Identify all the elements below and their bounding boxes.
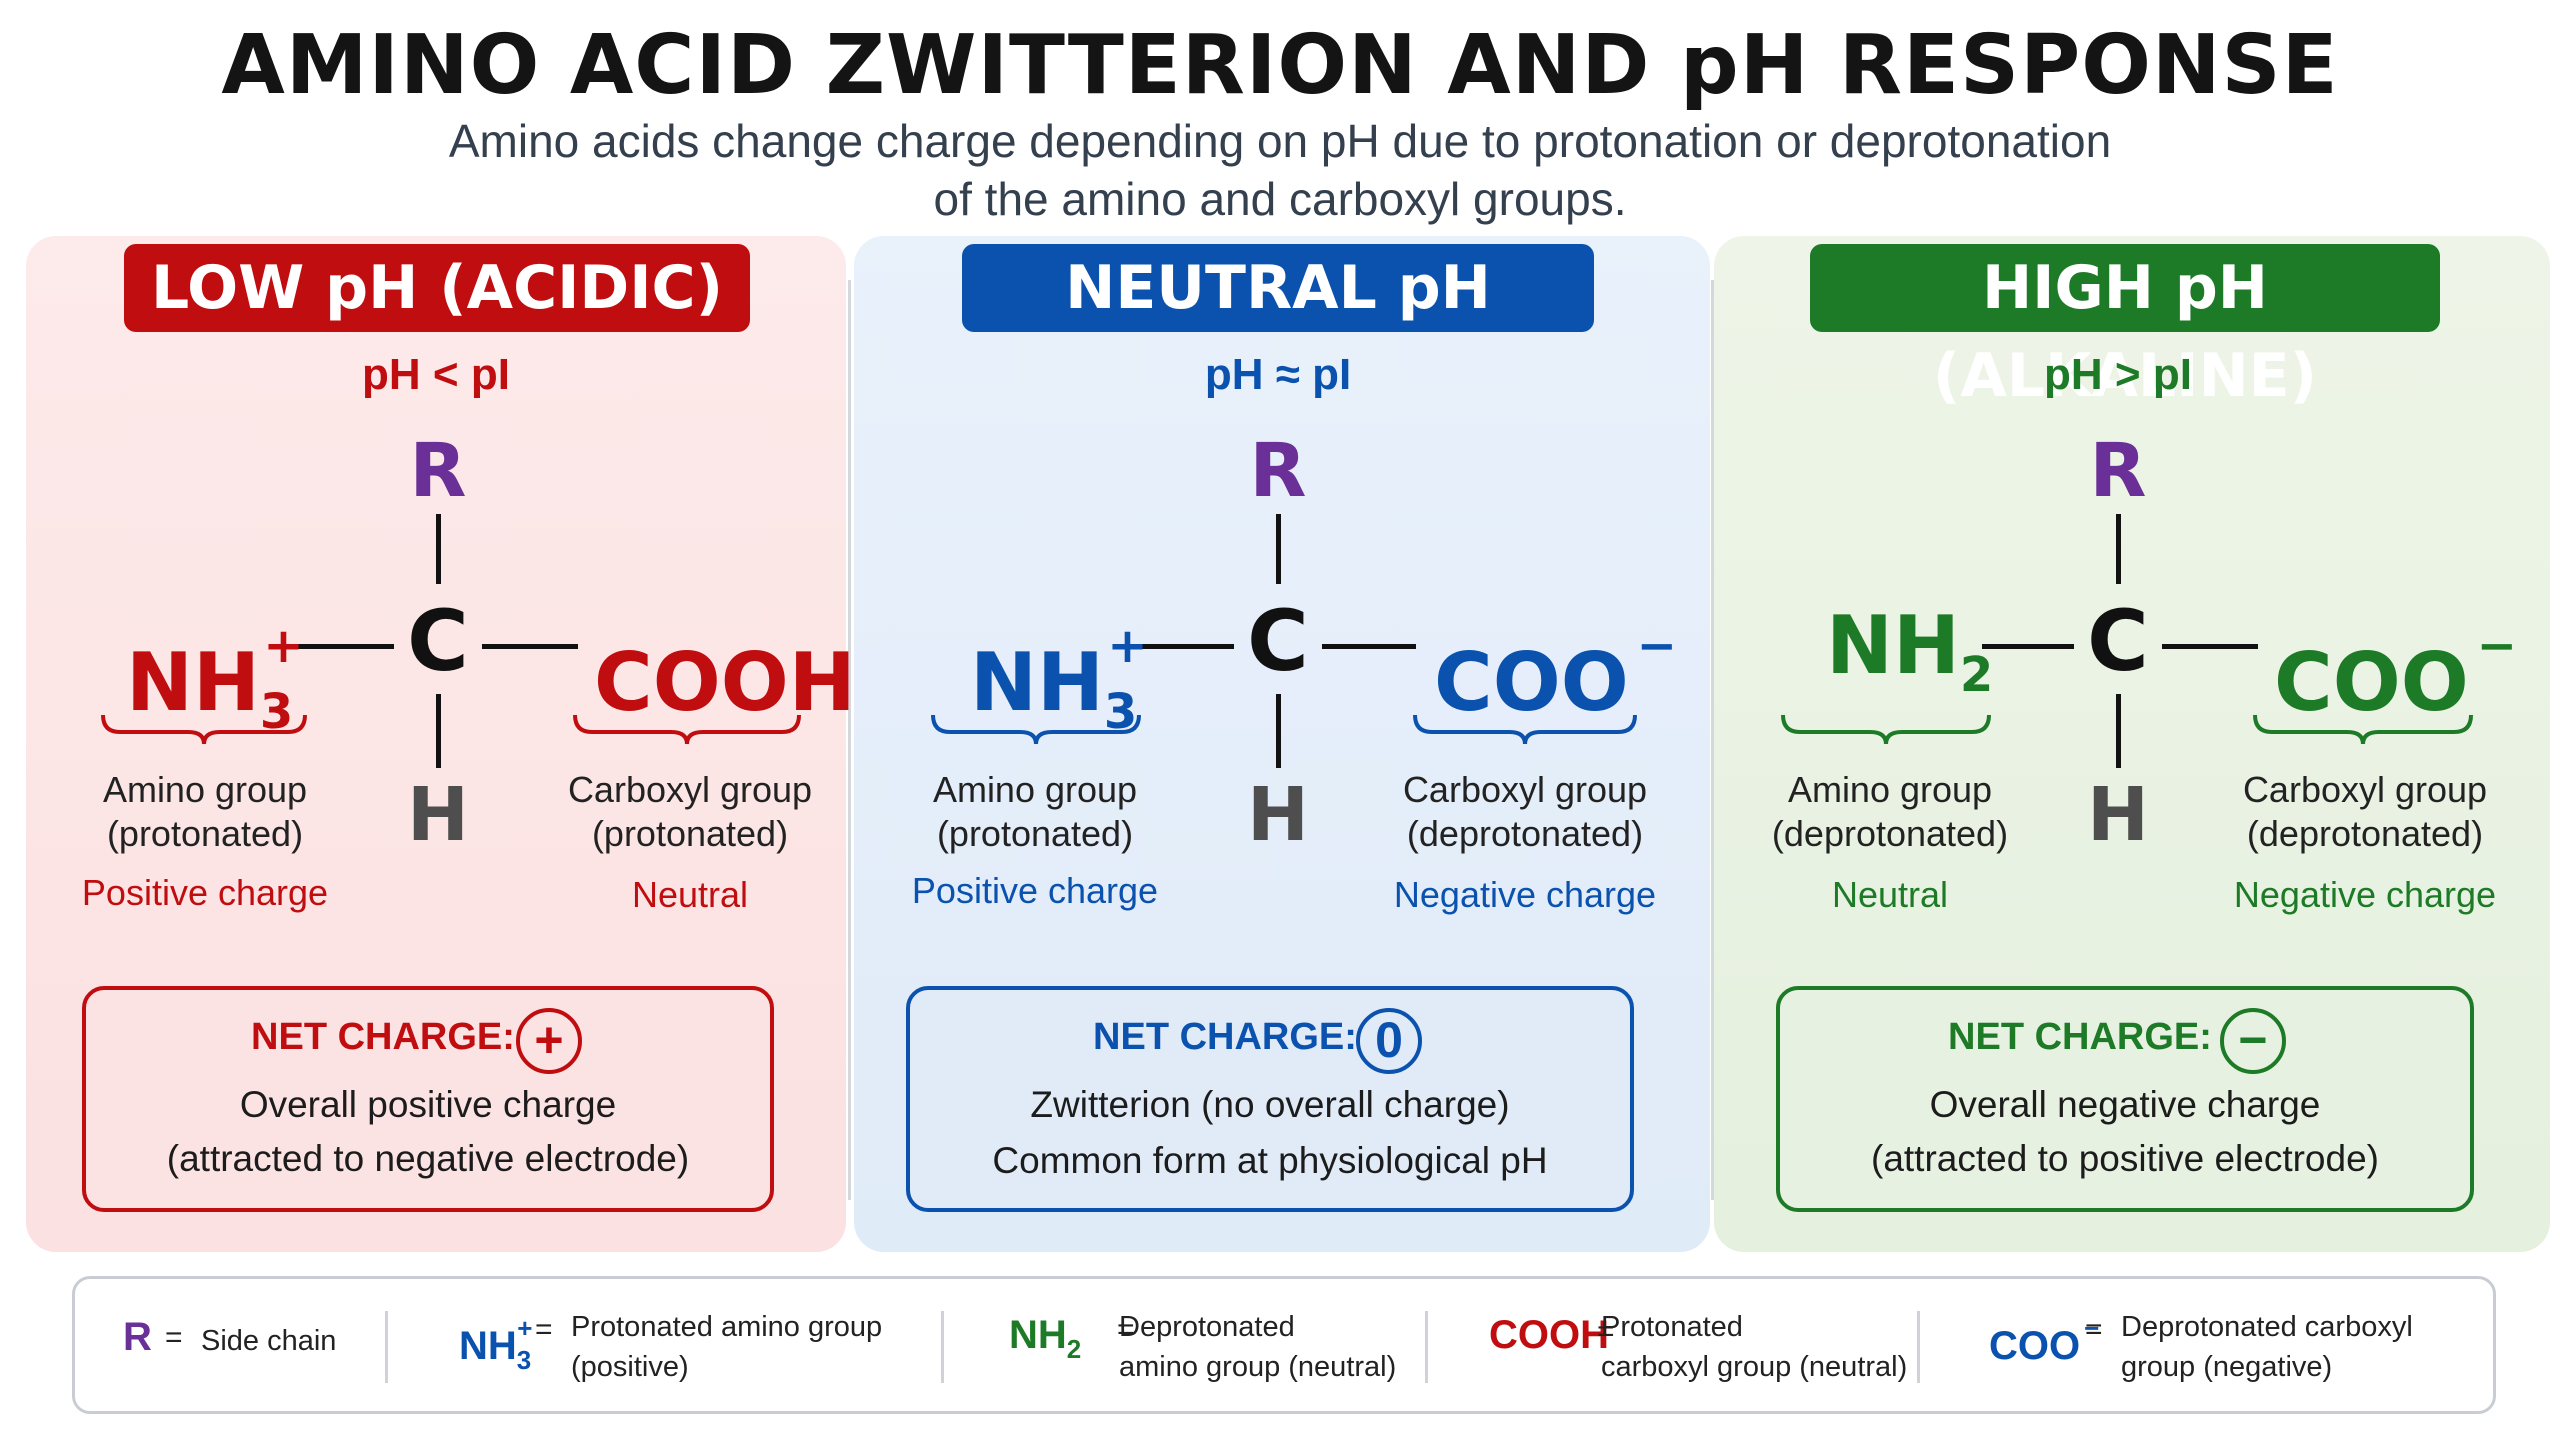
legend-equals: = [165, 1321, 183, 1354]
low-amino-charge: Positive charge [81, 872, 329, 913]
high-r-atom: R [2089, 428, 2147, 514]
low-r-atom: R [409, 428, 467, 514]
high-ph-relation: pH > pI [2044, 350, 2192, 399]
low-bond-r [436, 514, 441, 584]
low-net-charge-box: NET CHARGE: + Overall positive charge (a… [82, 986, 774, 1212]
subtitle-line-2: of the amino and carboxyl groups. [933, 173, 1627, 225]
neutral-net-charge-box: NET CHARGE: 0 Zwitterion (no overall cha… [906, 986, 1634, 1212]
legend-desc-r: Side chain [201, 1325, 337, 1357]
neutral-bond-r [1276, 514, 1281, 584]
high-net-title: NET CHARGE: [1948, 1016, 2212, 1058]
low-carboxyl-label: Carboxyl group(protonated) [567, 769, 813, 854]
low-net-line-1: Overall positive charge [239, 1084, 617, 1125]
high-net-charge-box: NET CHARGE: − Overall negative charge (a… [1776, 986, 2474, 1212]
low-carboxyl-charge: Neutral [631, 874, 749, 915]
legend-symbol-coo: COO− [1989, 1313, 2100, 1368]
legend-divider [1917, 1311, 1920, 1383]
low-amino-brace [101, 714, 307, 745]
panel-divider [1711, 280, 1714, 1200]
page-subtitle: Amino acids change charge depending on p… [380, 112, 2180, 228]
high-amino-group: NH2 [1826, 599, 1994, 703]
low-c-atom: C [407, 592, 469, 690]
low-bond-h [436, 694, 441, 768]
neutral-amino-charge: Positive charge [911, 870, 1159, 911]
legend-symbol-cooh: COOH [1489, 1313, 1609, 1357]
neutral-bond-h [1276, 694, 1281, 768]
neutral-carboxyl-charge: Negative charge [1393, 874, 1657, 915]
neutral-c-atom: C [1247, 592, 1309, 690]
neutral-bond-right [1322, 644, 1416, 649]
neutral-net-title: NET CHARGE: [1093, 1016, 1357, 1058]
legend-equals: = [1597, 1315, 1615, 1348]
low-net-title: NET CHARGE: [251, 1016, 515, 1058]
subtitle-line-1: Amino acids change charge depending on p… [448, 115, 2112, 167]
neutral-h-atom: H [1247, 772, 1309, 858]
high-carboxyl-group: COO− [2274, 618, 2517, 729]
plus-icon: + [516, 1008, 582, 1074]
neutral-bond-left [1132, 644, 1234, 649]
legend-divider [385, 1311, 388, 1383]
high-carboxyl-label: Carboxyl group(deprotonated) [2242, 769, 2488, 854]
low-net-line-2: (attracted to negative electrode) [166, 1138, 690, 1179]
high-bond-h [2116, 694, 2121, 768]
low-h-atom: H [407, 772, 469, 858]
neutral-carboxyl-label: Carboxyl group(deprotonated) [1402, 769, 1648, 854]
legend-divider [1425, 1311, 1428, 1383]
page-title: AMINO ACID ZWITTERION AND pH RESPONSE [221, 18, 2339, 113]
low-ph-relation: pH < pI [362, 350, 510, 399]
high-ph-banner: HIGH pH (ALKALINE) [1810, 244, 2440, 411]
minus-icon: − [2220, 1008, 2286, 1074]
high-c-atom: C [2087, 592, 2149, 690]
low-bond-right [482, 644, 578, 649]
high-amino-label: Amino group(deprotonated) [1771, 769, 2009, 854]
low-carboxyl-group: COOH [594, 636, 856, 729]
neutral-net-line-2: Common form at physiological pH [992, 1140, 1548, 1181]
high-bond-right [2162, 644, 2258, 649]
neutral-amino-brace [931, 714, 1141, 745]
neutral-r-atom: R [1249, 428, 1307, 514]
neutral-carboxyl-brace [1413, 714, 1637, 745]
high-carboxyl-charge: Negative charge [2233, 874, 2497, 915]
legend-box: R = Side chain NH3+ = Protonated amino g… [72, 1276, 2496, 1414]
legend-equals: = [535, 1313, 553, 1346]
neutral-net-line-1: Zwitterion (no overall charge) [1030, 1084, 1510, 1125]
high-carboxyl-brace [2253, 714, 2473, 745]
neutral-carboxyl-group: COO− [1434, 618, 1677, 729]
zero-icon: 0 [1356, 1008, 1422, 1074]
panel-divider [848, 280, 851, 1200]
low-ph-banner: LOW pH (ACIDIC) [124, 244, 750, 332]
neutral-ph-relation: pH ≈ pI [1204, 350, 1352, 399]
neutral-amino-label: Amino group(protonated) [932, 769, 1138, 854]
high-amino-brace [1781, 714, 1991, 745]
low-amino-label: Amino group(protonated) [102, 769, 308, 854]
legend-desc-nh3: Protonated amino group(positive) [571, 1311, 883, 1383]
legend-symbol-r: R [123, 1315, 152, 1359]
legend-equals: = [1117, 1313, 1135, 1346]
high-bond-left [1982, 644, 2074, 649]
high-amino-charge: Neutral [1831, 874, 1949, 915]
high-net-line-1: Overall negative charge [1929, 1084, 2321, 1125]
legend-symbol-nh2: NH2 [1009, 1313, 1082, 1364]
low-carboxyl-brace [573, 714, 801, 745]
legend-divider [941, 1311, 944, 1383]
neutral-ph-banner: NEUTRAL pH [962, 244, 1594, 332]
high-h-atom: H [2087, 772, 2149, 858]
legend-symbol-nh3: NH3+ [459, 1313, 533, 1375]
high-bond-r [2116, 514, 2121, 584]
legend-equals: = [2085, 1313, 2103, 1346]
low-bond-left [296, 644, 394, 649]
high-net-line-2: (attracted to positive electrode) [1871, 1138, 2379, 1179]
